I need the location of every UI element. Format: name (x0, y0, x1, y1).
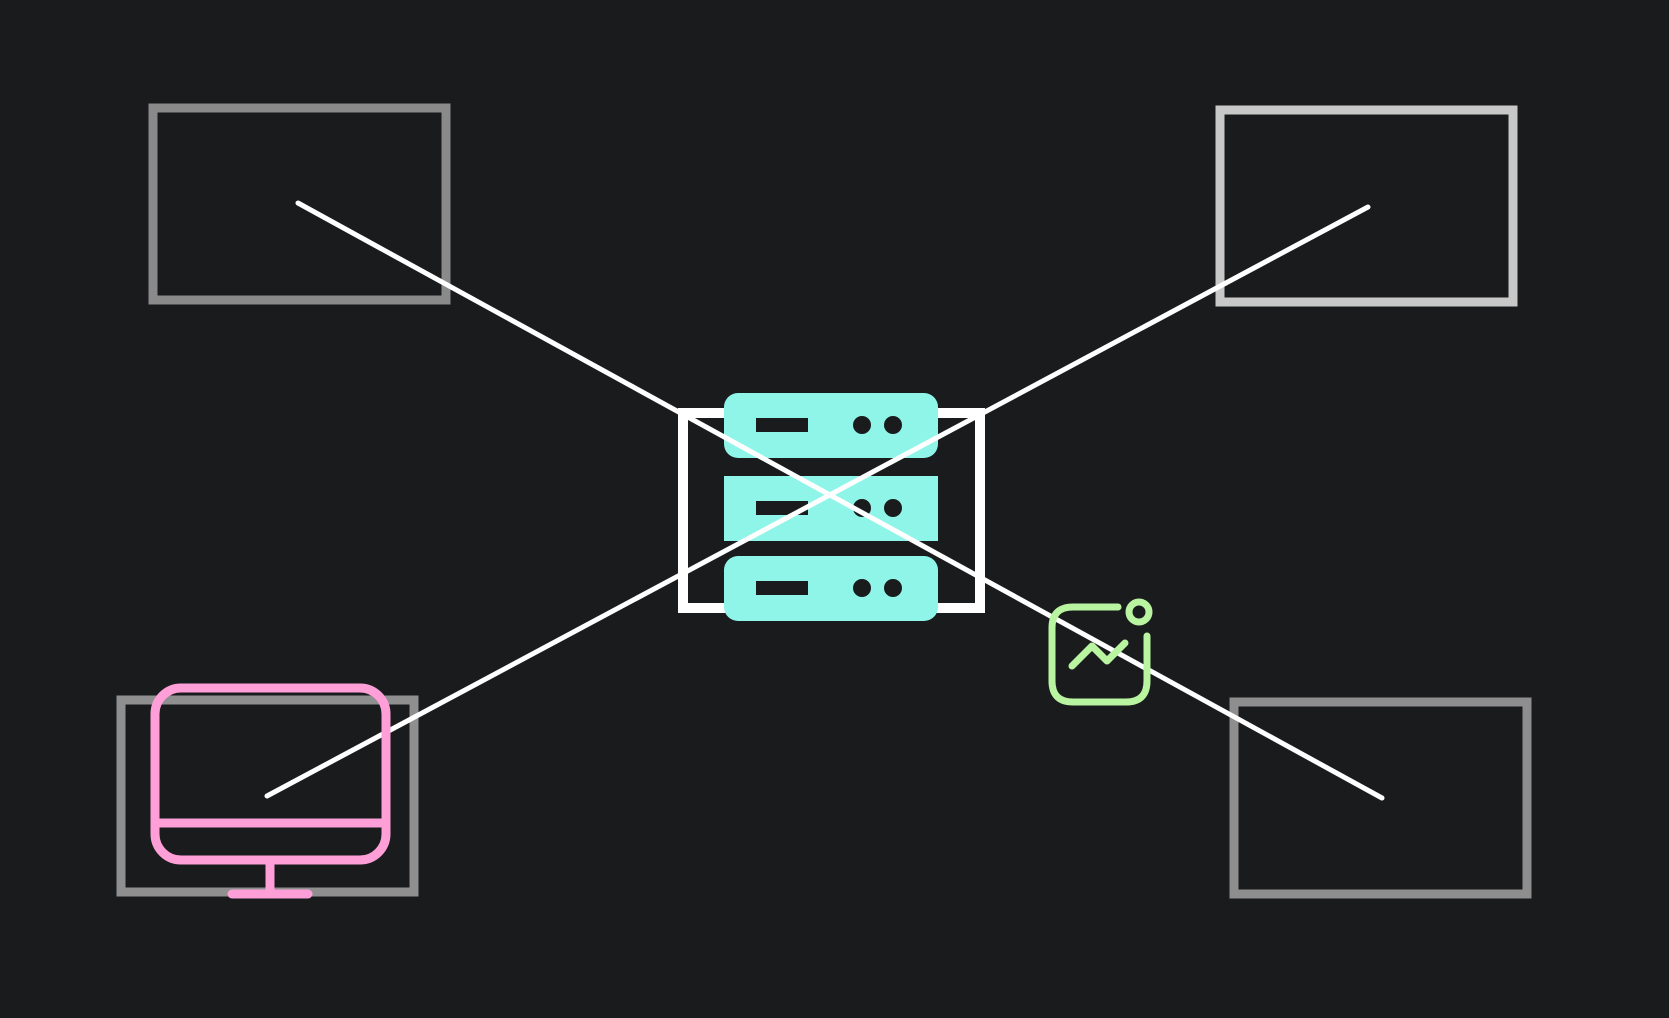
monitor-icon (150, 683, 391, 899)
node-frame-top-right (1215, 105, 1518, 307)
connector-lines (264, 200, 1385, 801)
connector-top-right (264, 204, 1371, 799)
node-frame-bottom-right (1229, 697, 1532, 899)
image-chart-icon (1048, 598, 1153, 706)
node-frame-top-left (148, 103, 451, 305)
connector-top-left (295, 200, 1385, 801)
server-icon (724, 393, 938, 621)
